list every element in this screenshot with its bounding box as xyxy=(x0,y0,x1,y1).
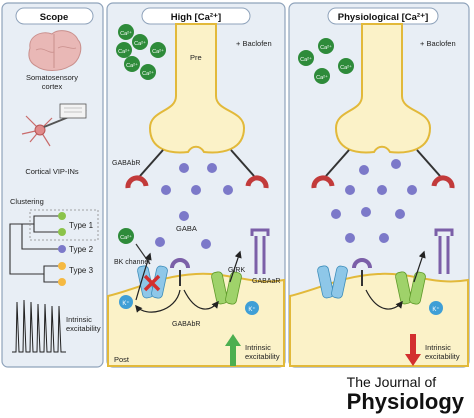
phys-ca-title: Physiological [Ca²⁺] xyxy=(338,12,429,23)
gababr-postsynaptic-phys xyxy=(352,258,372,286)
bk-channel-label: BK channel xyxy=(114,259,150,266)
gaba-label: GABA xyxy=(176,224,197,233)
clustering-dendrogram xyxy=(9,215,60,283)
post-label: Post xyxy=(114,355,130,364)
type3-dot-a xyxy=(58,262,66,270)
calcium-ions-high: Ca²⁺ Ca²⁺ Ca²⁺ Ca²⁺ Ca²⁺ Ca²⁺ Ca²⁺ xyxy=(116,24,166,244)
gababr-presynaptic-left xyxy=(125,149,164,189)
clustering-label: Clustering xyxy=(10,197,44,206)
gabaar-receptor-high xyxy=(250,228,270,274)
physiological-ca-panel: Physiological [Ca²⁺] + Baclofen Ca²⁺ Ca²… xyxy=(288,2,470,368)
k-ion-phys xyxy=(429,301,443,315)
girk-label: GIRK xyxy=(228,267,245,274)
svg-text:Ca²⁺: Ca²⁺ xyxy=(142,70,154,77)
bk-channel xyxy=(137,265,168,299)
journal-line1: The Journal of xyxy=(346,374,437,390)
presynaptic-terminal xyxy=(148,23,246,154)
gaba-molecules-phys xyxy=(331,159,417,243)
journal-line2: Physiology xyxy=(346,389,464,414)
gababr-postsynaptic xyxy=(170,258,190,286)
svg-text:Ca²⁺: Ca²⁺ xyxy=(316,74,328,81)
gababr-left-label: GABAbR xyxy=(112,160,140,167)
scope-title: Scope xyxy=(40,12,69,23)
svg-text:Ca²⁺: Ca²⁺ xyxy=(120,234,132,241)
signalling-arrows-high xyxy=(135,250,242,313)
svg-text:Ca²⁺: Ca²⁺ xyxy=(152,48,164,55)
svg-text:K⁺: K⁺ xyxy=(248,306,255,313)
gababr-bottom-label: GABAbR xyxy=(172,321,200,328)
type1-dot-a xyxy=(58,212,66,220)
girk-channel xyxy=(211,271,242,305)
neuron-label: Cortical VIP-INs xyxy=(25,167,79,176)
type-2-label: Type 2 xyxy=(69,245,94,254)
svg-text:Ca²⁺: Ca²⁺ xyxy=(320,44,332,51)
svg-text:K⁺: K⁺ xyxy=(122,300,129,307)
svg-text:Ca²⁺: Ca²⁺ xyxy=(300,56,312,63)
type3-dot-b xyxy=(58,278,66,286)
girk-channel-phys xyxy=(395,271,426,305)
gabaar-label: GABAaR xyxy=(252,278,280,285)
excitability-down-arrow xyxy=(405,334,421,366)
presynaptic-terminal-phys xyxy=(334,23,432,154)
type2-dot xyxy=(58,245,66,253)
journal-logo: The Journal of Physiology xyxy=(347,374,464,414)
gaba-molecules-high xyxy=(155,163,233,249)
brain-illustration xyxy=(28,30,82,71)
gabaar-receptor-phys xyxy=(434,228,454,274)
calcium-ions-phys: Ca²⁺ Ca²⁺ Ca²⁺ Ca²⁺ xyxy=(298,38,354,84)
svg-text:Ca²⁺: Ca²⁺ xyxy=(118,48,130,55)
svg-text:K⁺: K⁺ xyxy=(432,306,439,313)
type1-dot-b xyxy=(58,228,66,236)
phys-ca-baclofen: + Baclofen xyxy=(420,39,456,48)
k-ion-left xyxy=(119,295,133,309)
svg-text:Ca²⁺: Ca²⁺ xyxy=(126,62,138,69)
svg-text:Ca²⁺: Ca²⁺ xyxy=(120,30,132,37)
gababr-phys-left xyxy=(311,149,350,189)
neuron-illustration xyxy=(21,103,87,147)
high-ca-panel: High [Ca²⁺] + Baclofen Pre Ca²⁺ Ca²⁺ Ca²… xyxy=(106,2,286,368)
bk-channel-phys xyxy=(317,265,348,299)
high-ca-title: High [Ca²⁺] xyxy=(171,12,221,23)
svg-text:Ca²⁺: Ca²⁺ xyxy=(340,64,352,71)
high-ca-baclofen: + Baclofen xyxy=(236,39,272,48)
signalling-arrows-phys xyxy=(365,250,426,310)
type-1-label: Type 1 xyxy=(69,221,94,230)
gababr-phys-right xyxy=(416,149,455,189)
excitability-up-arrow xyxy=(225,334,241,366)
svg-text:Ca²⁺: Ca²⁺ xyxy=(134,40,146,47)
pre-label: Pre xyxy=(190,53,202,62)
type-3-label: Type 3 xyxy=(69,266,94,275)
k-ion-right xyxy=(245,301,259,315)
spike-train xyxy=(12,299,66,353)
gababr-presynaptic-right xyxy=(230,149,269,189)
